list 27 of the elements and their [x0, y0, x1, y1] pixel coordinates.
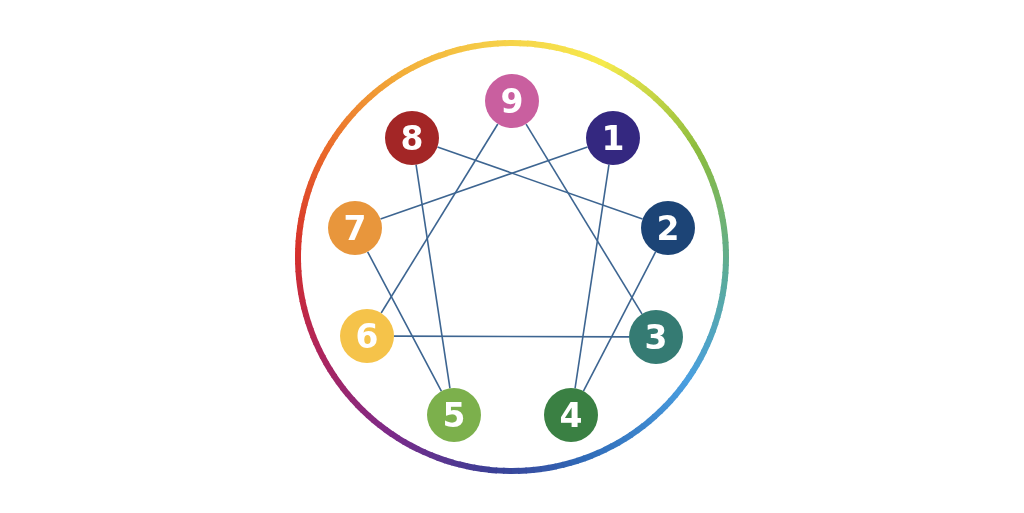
type-number: 1 — [601, 121, 625, 155]
type-number: 2 — [656, 211, 680, 245]
number-circle — [427, 388, 481, 442]
type-number: 4 — [559, 398, 583, 432]
connector-line — [574, 163, 610, 390]
type-number: 9 — [500, 84, 524, 118]
number-circle — [629, 310, 683, 364]
connector-line — [525, 123, 643, 315]
connector-line — [379, 146, 589, 220]
number-circle — [340, 309, 394, 363]
connector-line — [582, 251, 657, 392]
number-circle — [385, 111, 439, 165]
number-circle — [641, 201, 695, 255]
connector-line — [366, 251, 443, 392]
type-number: 8 — [400, 121, 424, 155]
type-number: 7 — [343, 211, 367, 245]
connector-line — [393, 335, 630, 338]
connector-line — [415, 163, 451, 390]
number-circle — [586, 111, 640, 165]
type-number: 6 — [355, 319, 379, 353]
connector-line — [436, 146, 644, 220]
type-number: 5 — [442, 398, 466, 432]
type-number: 3 — [644, 320, 668, 354]
number-circle — [328, 201, 382, 255]
number-circle — [544, 388, 598, 442]
connector-line — [380, 123, 499, 314]
number-circle — [485, 74, 539, 128]
